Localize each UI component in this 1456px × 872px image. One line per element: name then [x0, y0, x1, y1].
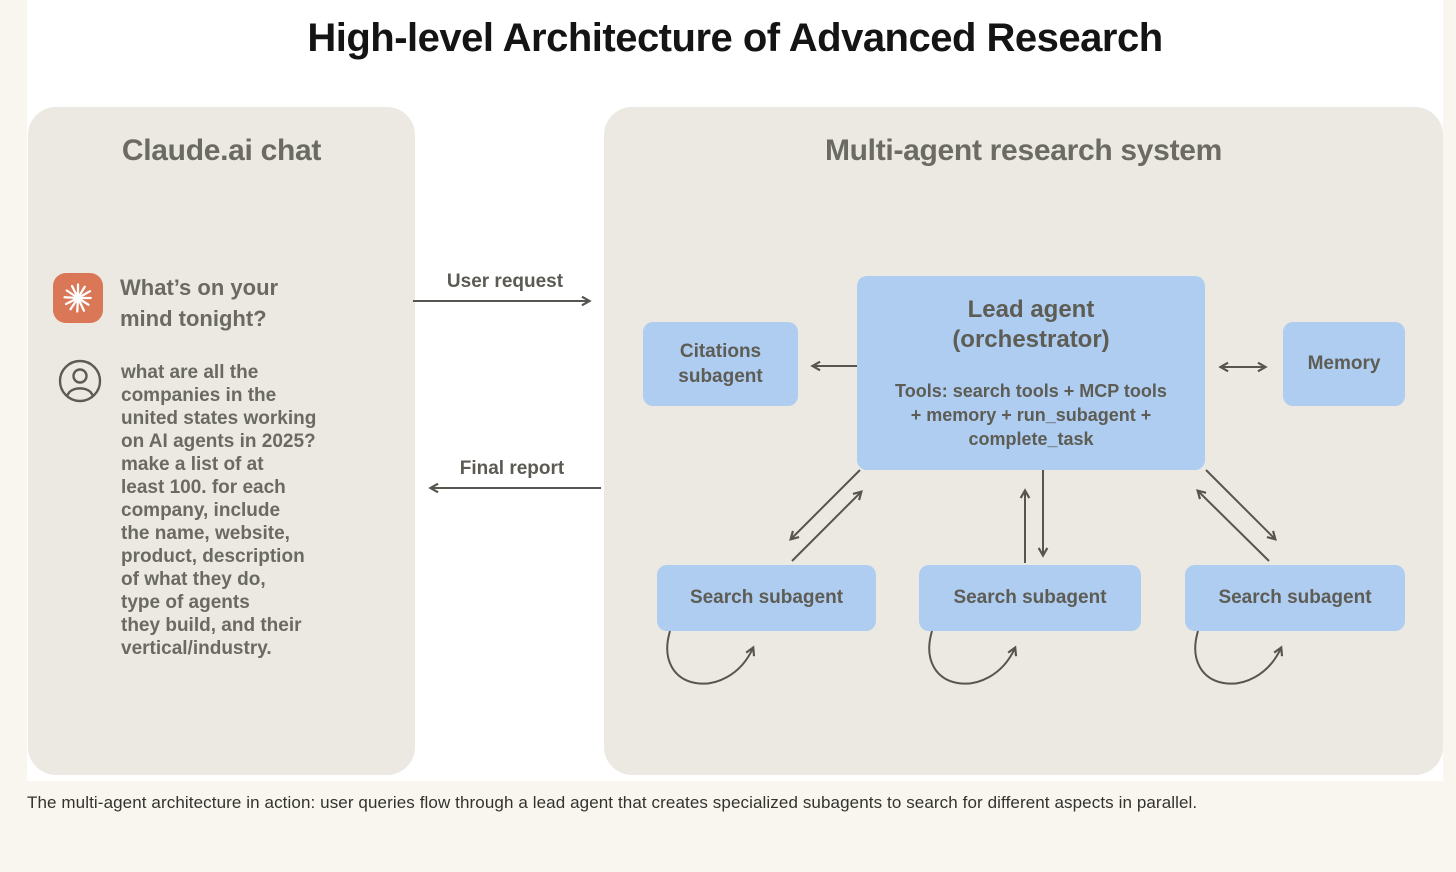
starburst-glyph	[63, 283, 92, 313]
search-subagent-node-3: Search subagent	[1185, 565, 1405, 631]
user-avatar-icon	[58, 359, 102, 403]
memory-node: Memory	[1283, 322, 1405, 406]
lead-agent-node: Lead agent (orchestrator) Tools: search …	[857, 276, 1205, 470]
lead-agent-title: Lead agent (orchestrator)	[952, 296, 1110, 353]
assistant-prompt-text: What’s on your mind tonight?	[120, 275, 279, 331]
final-report-label: Final report	[459, 458, 565, 479]
search-subagent-node-1: Search subagent	[657, 565, 876, 631]
page-title: High-level Architecture of Advanced Rese…	[307, 16, 1163, 60]
user-request-label: User request	[446, 271, 564, 292]
lead-agent-tools: Tools: search tools + MCP tools + memory…	[895, 381, 1167, 449]
user-query-text: what are all the companies in the united…	[121, 362, 317, 659]
search-subagent-node-2: Search subagent	[919, 565, 1141, 631]
system-panel-heading: Multi-agent research system	[824, 134, 1223, 167]
claude-chat-panel: Claude.ai chat What’	[28, 107, 415, 775]
figure-caption: The multi-agent architecture in action: …	[27, 793, 1198, 812]
person-glyph	[58, 359, 102, 403]
multi-agent-system-panel: Multi-agent research system Citations su…	[604, 107, 1443, 775]
chat-panel-heading: Claude.ai chat	[121, 134, 322, 167]
claude-starburst-icon	[53, 273, 103, 323]
citations-subagent-node: Citations subagent	[643, 322, 798, 406]
